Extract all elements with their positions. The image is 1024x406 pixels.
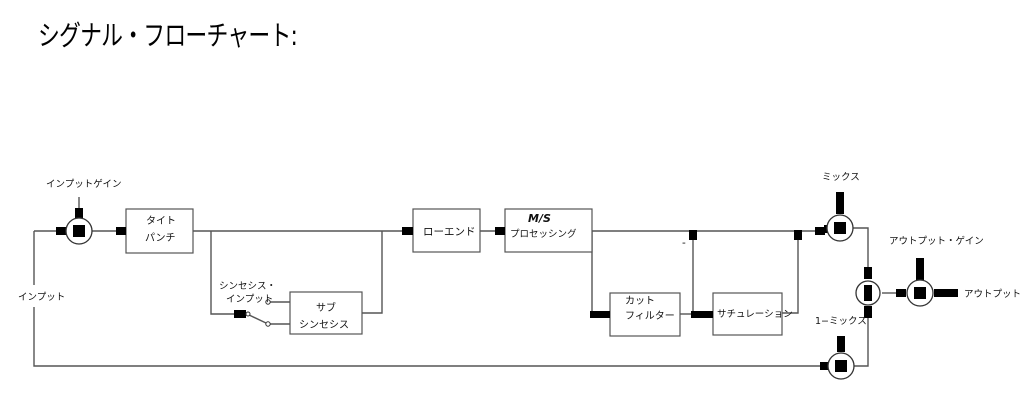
dry-mix-node[interactable]: [827, 352, 855, 380]
block-cut-filter[interactable]: [609, 292, 681, 337]
label-synth-input-2: インプット: [226, 294, 273, 305]
label-minus-sign: -: [682, 237, 686, 249]
ms-processing-line1: M/S: [528, 212, 551, 225]
wire-switch-blade: [246, 313, 267, 324]
port-outgain-ctrl: [916, 258, 924, 280]
wire-dry-to-sum: [850, 315, 869, 367]
label-one-minus-mix: 1−ミックス: [815, 316, 867, 327]
output-sum-node[interactable]: [855, 280, 881, 306]
label-mix: ミックス: [822, 172, 860, 183]
ms-processing-line2: プロセッシング: [510, 228, 577, 240]
label-input: インプット: [18, 292, 65, 303]
output-gain-node[interactable]: [906, 279, 934, 307]
port-mix-ctrl: [836, 192, 844, 214]
block-low-end[interactable]: [412, 208, 481, 253]
sub-synthesis-line1: サブ: [316, 301, 336, 314]
port-sum-bottom: [864, 306, 872, 318]
low-end-line1: ローエンド: [423, 226, 476, 238]
switch-pivot: [245, 311, 251, 317]
tight-punch-line1: タイト: [146, 215, 176, 227]
cut-filter-line1: カット: [625, 295, 655, 307]
mix-node[interactable]: [826, 214, 854, 242]
block-saturation[interactable]: [712, 292, 783, 336]
wire-mix-to-sum: [850, 227, 869, 270]
port-gain-ctrl: [75, 208, 83, 218]
port-sat-return: [794, 230, 802, 240]
tight-punch-line2: パンチ: [145, 232, 176, 244]
wire-sub-return: [362, 231, 383, 314]
sub-synthesis-line2: シンセシス: [299, 319, 349, 331]
port-sum-top: [864, 267, 872, 279]
port-gain-in: [56, 227, 68, 235]
label-output: アウトプット: [964, 289, 1021, 300]
port-minus: [689, 230, 697, 240]
port-sat-in: [691, 311, 713, 318]
wire-sub-branch-down: [210, 231, 234, 315]
label-synth-input-1: シンセシス・: [219, 281, 276, 292]
block-tight-punch[interactable]: [125, 208, 194, 254]
label-input-gain: インプットゲイン: [46, 178, 122, 190]
port-switch: [234, 310, 246, 318]
block-sub-synthesis[interactable]: [289, 291, 363, 335]
diagram-title: シグナル・フローチャート:: [38, 19, 298, 52]
wire-cut-branch: [591, 231, 598, 315]
switch-contact-synth-input[interactable]: [265, 299, 271, 305]
port-dry-in: [820, 362, 832, 370]
port-ms-in: [495, 227, 505, 235]
switch-contact-direct[interactable]: [265, 321, 271, 327]
port-cut-in: [590, 311, 610, 318]
wire-input-left-lower: [33, 307, 822, 367]
port-lowend-in: [402, 227, 413, 235]
port-out: [934, 289, 958, 297]
cut-filter-line2: フィルター: [625, 310, 675, 322]
wire-sat-return: [782, 238, 799, 314]
port-dry-ctrl: [837, 336, 845, 352]
port-mix-in-left: [815, 227, 825, 235]
block-ms-processing[interactable]: [504, 208, 593, 253]
input-gain-node[interactable]: [65, 217, 93, 245]
label-output-gain: アウトプット・ゲイン: [889, 235, 984, 247]
saturation-line1: サチュレーション: [717, 309, 793, 320]
port-tight-in: [116, 227, 126, 235]
port-outgain-in: [896, 289, 906, 297]
